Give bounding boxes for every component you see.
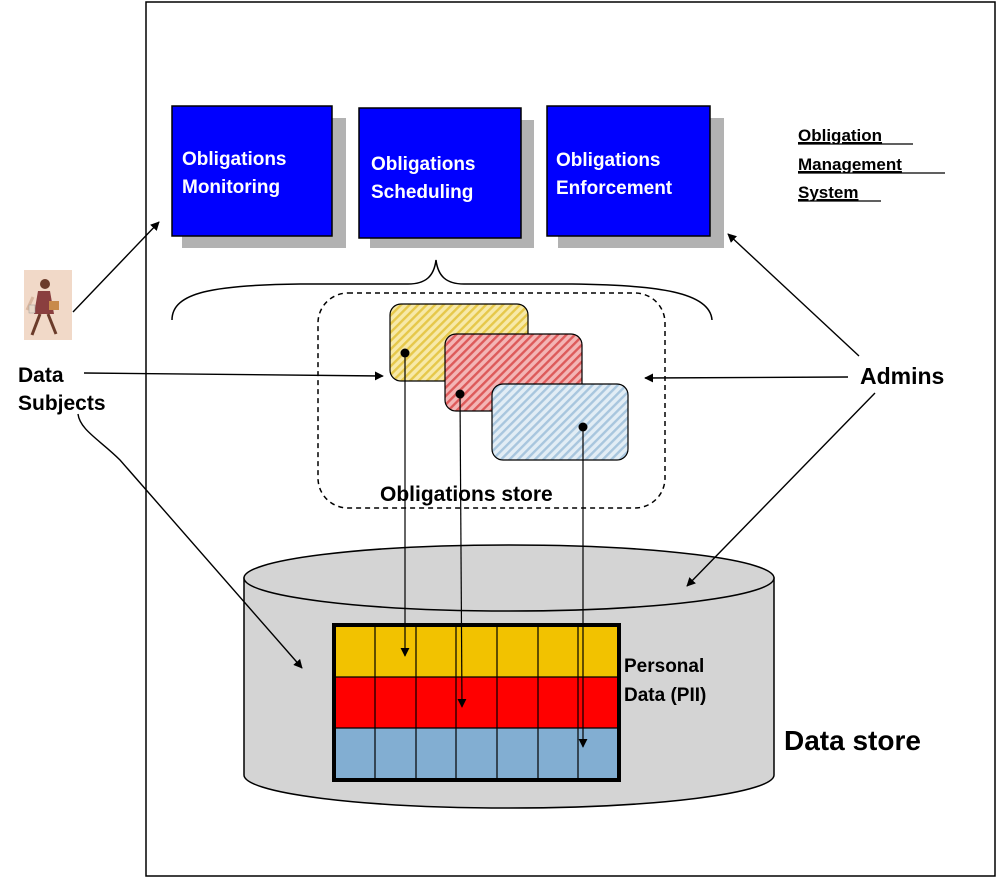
link-blue-dot (578, 422, 588, 432)
grouping-brace (171, 259, 713, 321)
pii-row-red (334, 677, 619, 728)
admins-to-store-arrow (644, 373, 849, 383)
person-icon (24, 270, 72, 340)
pii-row-yellow (334, 625, 619, 677)
pii-table (332, 623, 621, 782)
pii-row-blue (334, 728, 619, 780)
module-scheduling-line2: Scheduling (371, 182, 473, 203)
system-label: Obligation Management System (798, 126, 945, 202)
module-enforcement-line2: Enforcement (556, 178, 673, 199)
admins-to-enforcement-arrow (727, 233, 860, 357)
data-store-label: Data store (784, 725, 921, 756)
subjects-to-store-arrow (83, 371, 384, 381)
system-boundary (145, 1, 996, 877)
module-scheduling: Obligations Scheduling (358, 107, 534, 248)
personal-data-label-line1: Personal (624, 656, 704, 677)
module-monitoring-line1: Obligations (182, 149, 287, 170)
module-monitoring: Obligations Monitoring (171, 105, 346, 248)
link-red-dot (455, 389, 465, 399)
personal-data-label-line2: Data (PII) (624, 685, 706, 706)
module-box (358, 107, 522, 239)
system-label-line1: Obligation (798, 126, 882, 145)
link-red-arrow (457, 393, 467, 708)
module-box (546, 105, 711, 237)
system-label-line2: Management (798, 155, 902, 174)
module-enforcement-line1: Obligations (556, 150, 661, 171)
obligations-store-container (317, 292, 666, 509)
link-yellow-dot (400, 348, 410, 358)
data-subjects-label-line2: Subjects (18, 392, 106, 415)
admins-to-data-store-arrow (686, 392, 876, 587)
module-enforcement: Obligations Enforcement (546, 105, 724, 248)
module-box (171, 105, 333, 237)
module-scheduling-line1: Obligations (371, 154, 476, 175)
subjects-to-monitoring-arrow (72, 221, 160, 313)
admins-label: Admins (860, 363, 944, 389)
subjects-to-data-store-arrow (77, 413, 303, 669)
module-monitoring-line2: Monitoring (182, 177, 280, 198)
obligation-card-blue (491, 383, 629, 461)
data-subjects-label-line1: Data (18, 364, 64, 387)
system-label-line3: System (798, 183, 858, 202)
obligations-store-label: Obligations store (380, 483, 553, 506)
